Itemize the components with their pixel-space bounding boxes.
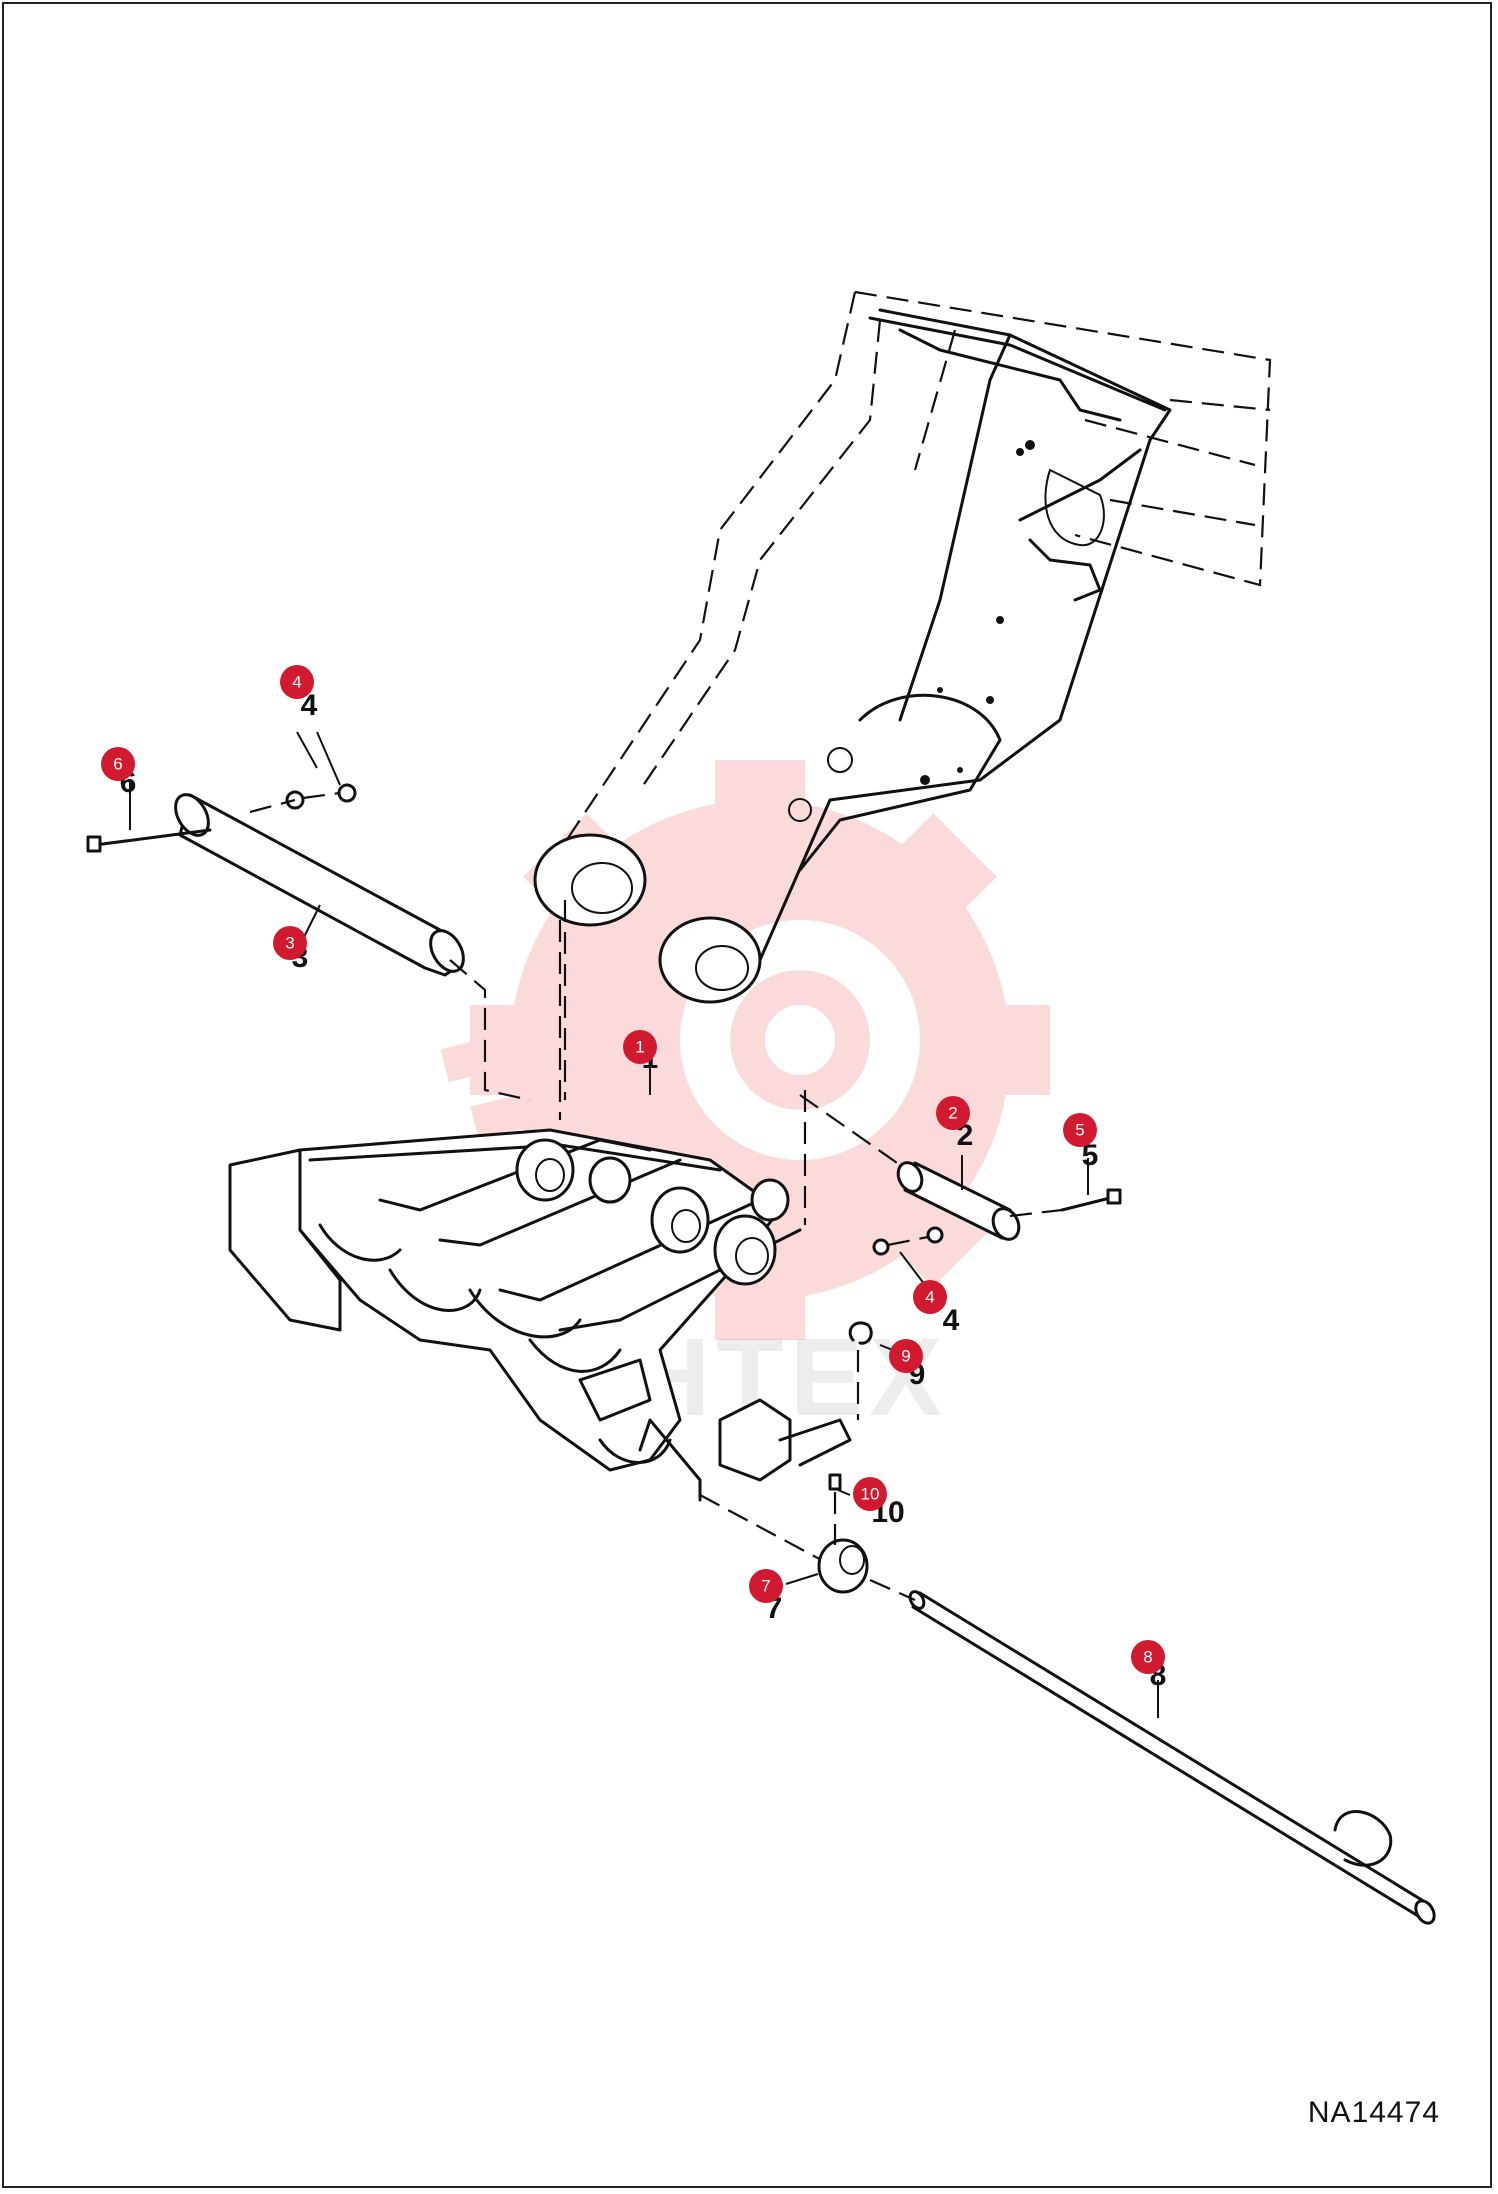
callout-badge-6[interactable]: 6 [101,747,135,781]
printed-number-4-right: 4 [943,1304,960,1337]
callout-badge-4-left[interactable]: 4 [280,665,314,699]
callout-badge-7[interactable]: 7 [749,1569,783,1603]
rod-8 [869,1578,1436,1925]
callout-badge-8[interactable]: 8 [1131,1640,1165,1674]
callout-badge-3[interactable]: 3 [273,926,307,960]
pin-3 [174,793,531,1102]
quick-coupler [228,1128,852,1571]
lock-pin-9 [848,1321,873,1420]
svg-text:6: 6 [113,755,122,774]
callout-badge-9[interactable]: 9 [889,1339,923,1373]
svg-text:2: 2 [948,1104,957,1123]
callout-badges: 4 6 3 1 2 5 4 9 [101,665,1165,1674]
svg-text:4: 4 [292,673,301,692]
document-id: NA14474 [1307,2096,1440,2129]
callout-badge-1[interactable]: 1 [623,1030,657,1064]
pin-2 [799,1090,1021,1241]
callout-badge-10[interactable]: 10 [853,1477,887,1511]
svg-text:1: 1 [635,1038,644,1057]
callout-badge-2[interactable]: 2 [936,1096,970,1130]
bolt-6 [86,828,212,853]
bushing-7 [817,1538,869,1594]
boom-arm [533,290,1272,1120]
svg-text:5: 5 [1075,1121,1084,1140]
callout-badge-5[interactable]: 5 [1063,1113,1097,1147]
svg-text:8: 8 [1143,1648,1152,1667]
printed-number-4-left: 4 [301,689,318,722]
bolt-5 [1009,1188,1122,1218]
svg-text:4: 4 [925,1288,934,1307]
svg-text:9: 9 [901,1347,910,1366]
printed-number-5: 5 [1082,1139,1099,1172]
svg-text:10: 10 [861,1485,880,1504]
set-screw-10 [828,1473,842,1545]
svg-text:3: 3 [285,934,294,953]
callout-badge-4-right[interactable]: 4 [913,1280,947,1314]
svg-text:7: 7 [761,1577,770,1596]
nuts-4-right [872,1226,944,1256]
nuts-4-left [249,783,357,814]
